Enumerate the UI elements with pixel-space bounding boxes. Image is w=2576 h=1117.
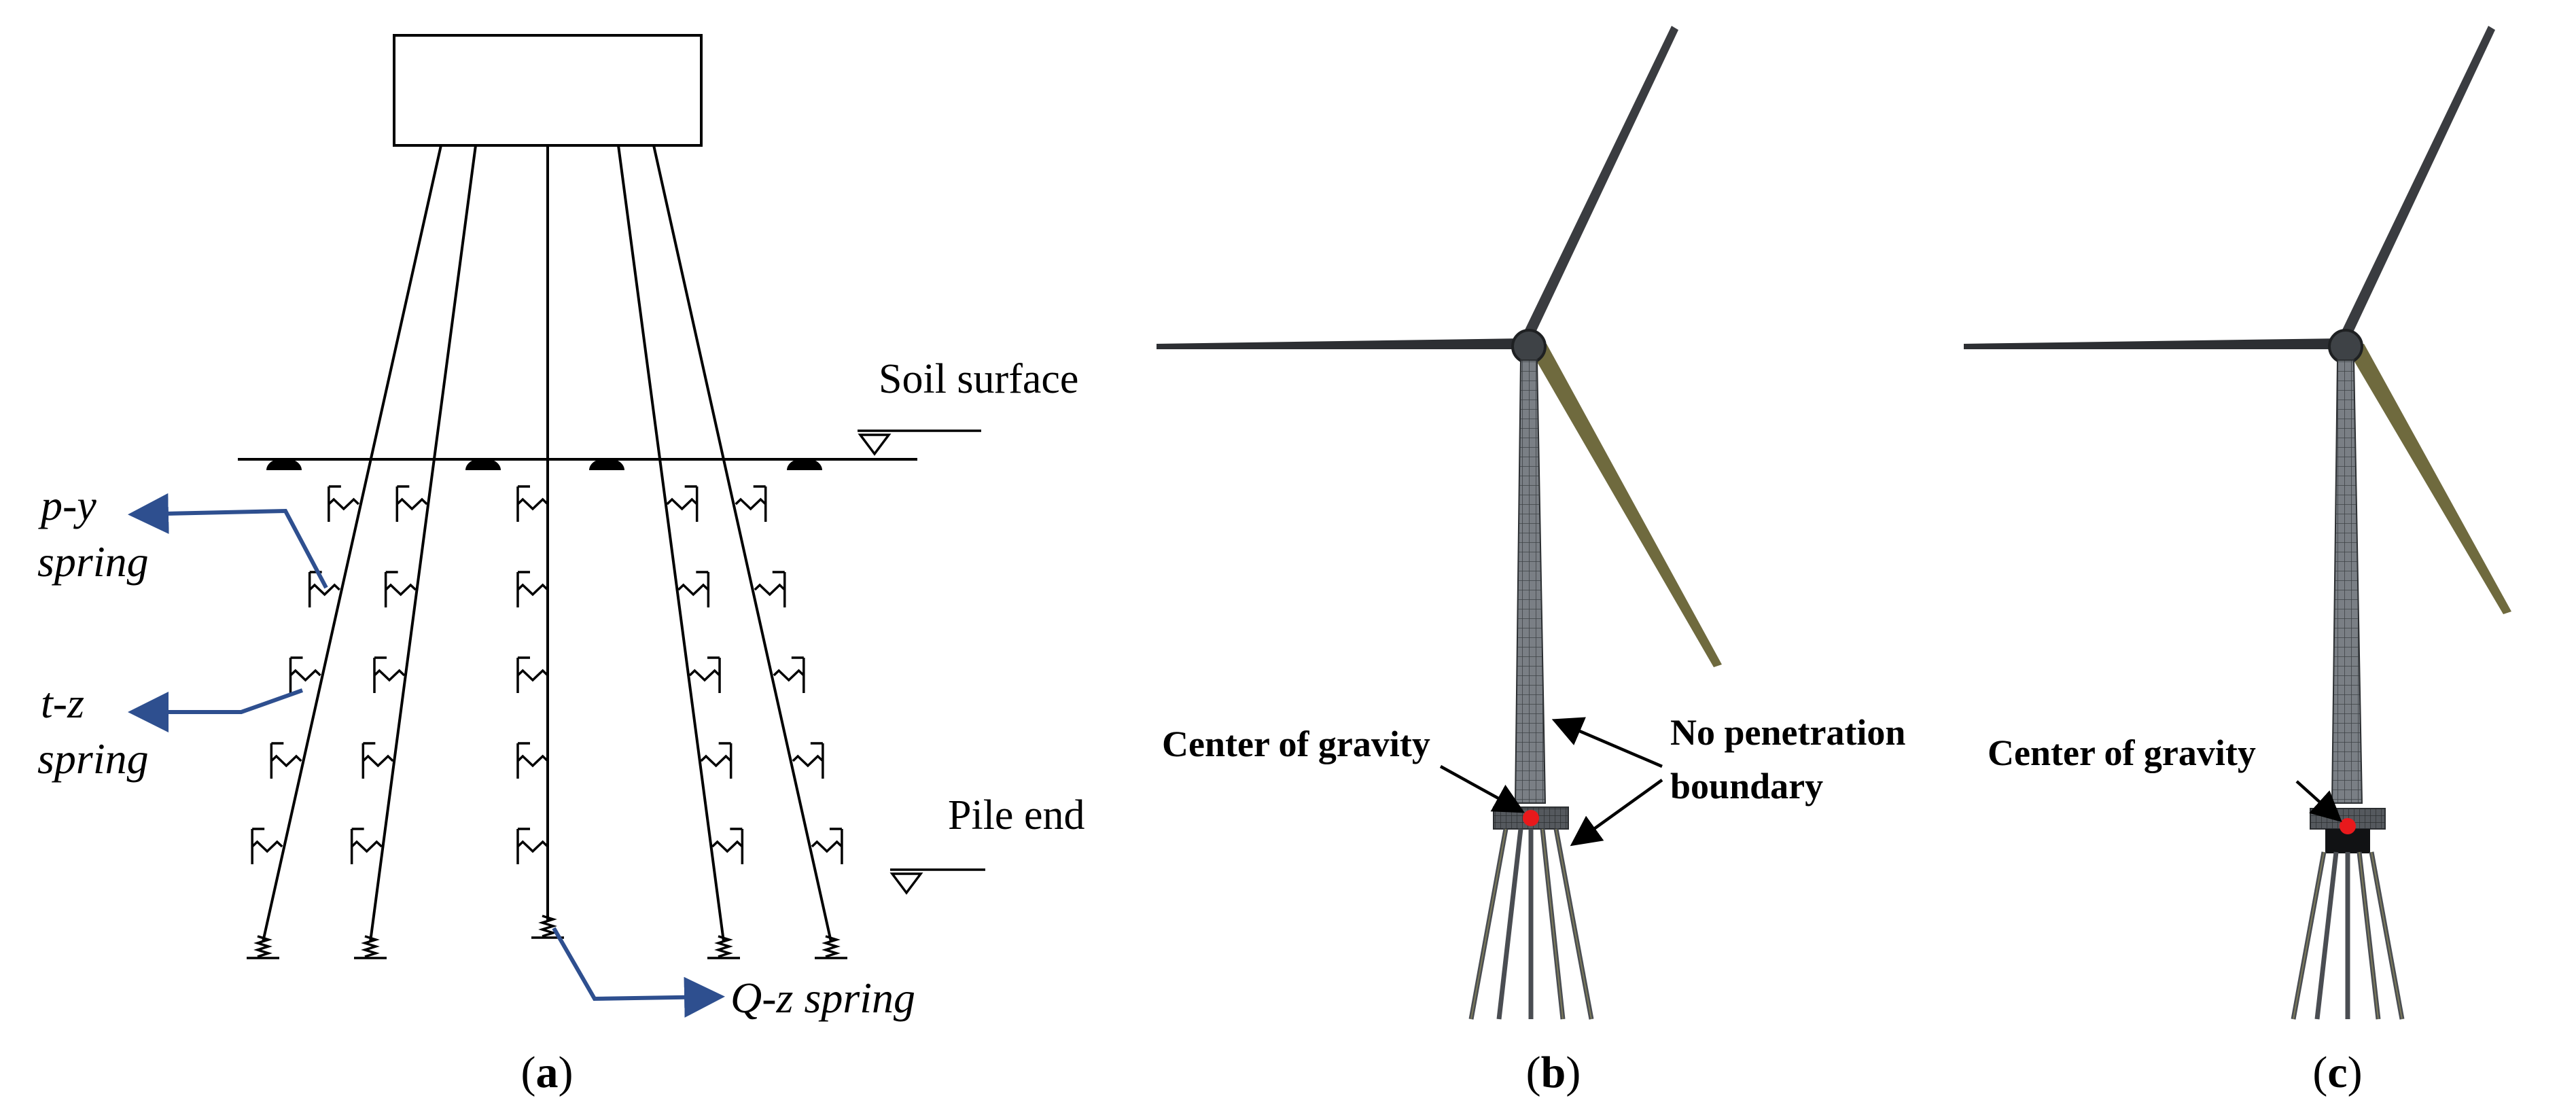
- spring-symbol: [811, 828, 843, 864]
- pile-4: [617, 145, 725, 942]
- py-spring-label-bottom: spring: [37, 537, 149, 586]
- cog-arrow-b: [1439, 765, 1525, 813]
- spring-symbol: [754, 571, 786, 607]
- spring-symbol: [711, 828, 744, 864]
- spring-symbol: [516, 828, 549, 864]
- no-penetration-label-2: boundary: [1670, 766, 1823, 806]
- panel-c-turbine-model: Center of gravity (c): [1964, 26, 2511, 1097]
- blade-down: [2346, 344, 2511, 614]
- jacket-legs-highlight: [1470, 828, 1592, 1020]
- spring-symbol: [289, 656, 321, 693]
- pile-end-springs: [247, 915, 847, 959]
- spring-symbol: [384, 571, 417, 607]
- piles: [262, 145, 832, 942]
- spring-symbol: [361, 742, 394, 779]
- spring-symbol: [735, 485, 767, 522]
- spring-symbol: [688, 656, 721, 693]
- spring-symbol: [328, 485, 360, 522]
- end-spring: [354, 935, 387, 959]
- panel-b-turbine-model: Center of gravity No penetration boundar…: [1157, 26, 1905, 1097]
- tower: [2331, 359, 2363, 804]
- cog-label-c: Center of gravity: [1988, 732, 2256, 773]
- spring-symbol: [308, 571, 340, 607]
- spring-symbol: [395, 485, 428, 522]
- blade-up: [1521, 26, 1678, 344]
- end-spring: [247, 935, 279, 959]
- end-spring: [815, 935, 847, 959]
- pile-cap: [393, 34, 703, 147]
- hub: [2328, 329, 2363, 364]
- caption-c: (c): [2312, 1048, 2362, 1097]
- caption-a: (a): [521, 1048, 574, 1097]
- blade-down: [1529, 344, 1722, 667]
- pile-5: [652, 145, 832, 942]
- end-spring: [707, 935, 740, 959]
- cog-point-b: [1523, 810, 1539, 826]
- tz-spring-label-bottom: spring: [37, 734, 149, 783]
- qz-spring-arrow: [552, 927, 725, 1018]
- blade-left: [1964, 338, 2342, 349]
- blade-up: [2338, 26, 2495, 344]
- tz-spring-label-top: t-z: [41, 679, 84, 727]
- pile-end-marker: [889, 868, 985, 895]
- tower: [1514, 359, 1547, 804]
- py-spring-arrow: [128, 493, 328, 589]
- spring-symbol: [792, 742, 824, 779]
- py-spring-label-top: p-y: [38, 481, 96, 529]
- spring-symbol: [373, 656, 406, 693]
- cog-point-c: [2340, 818, 2356, 834]
- tz-spring-arrow: [128, 688, 304, 732]
- spring-symbol: [677, 571, 710, 607]
- spring-symbol: [516, 656, 549, 693]
- spring-symbol: [270, 742, 302, 779]
- blade-left: [1157, 338, 1525, 349]
- spring-symbol: [350, 828, 383, 864]
- pile-end-label: Pile end: [948, 792, 1084, 838]
- soil-springs: [251, 485, 843, 864]
- cog-arrow-c: [2295, 780, 2342, 823]
- surface-supports: [266, 458, 822, 470]
- np-arrow-tower: [1551, 717, 1663, 768]
- spring-symbol: [700, 742, 733, 779]
- spring-symbol: [516, 485, 549, 522]
- caption-b: (b): [1526, 1048, 1581, 1097]
- pile-2: [369, 145, 477, 942]
- soil-surface-label: Soil surface: [879, 356, 1078, 402]
- cog-label-b: Center of gravity: [1162, 724, 1430, 764]
- pile-1: [262, 145, 442, 942]
- no-penetration-label-1: No penetration: [1670, 712, 1905, 753]
- spring-symbol: [516, 571, 549, 607]
- jacket-legs: [2291, 851, 2405, 1020]
- panel-a-pile-group-diagram: Soil surface Pile end p-y spring t-z spr…: [37, 34, 1084, 1097]
- spring-symbol: [516, 742, 549, 779]
- np-arrow-jacket: [1570, 779, 1663, 847]
- qz-spring-label: Q-z spring: [730, 974, 915, 1022]
- hub: [1511, 329, 1547, 364]
- spring-symbol: [773, 656, 805, 693]
- soil-surface-marker: [858, 429, 981, 456]
- spring-symbol: [251, 828, 283, 864]
- jacket-legs-highlight: [2293, 851, 2403, 1020]
- spring-symbol: [666, 485, 699, 522]
